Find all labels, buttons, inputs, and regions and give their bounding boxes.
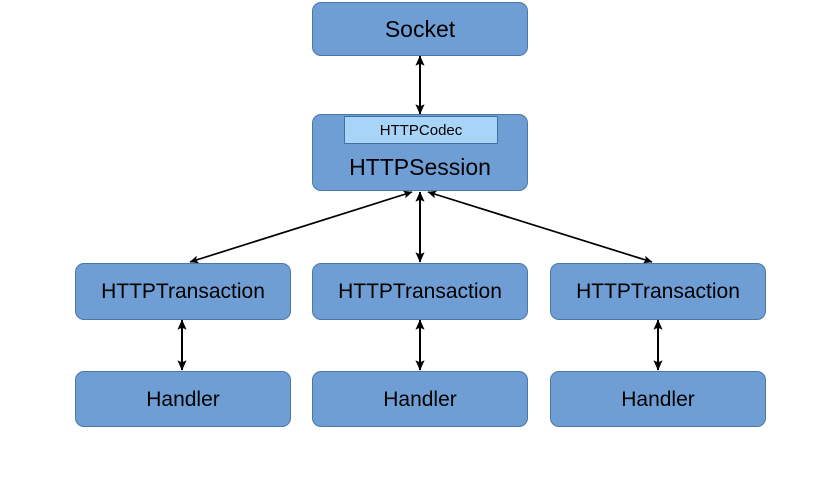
connector-session-transaction-right [427, 190, 653, 264]
node-handler-left[interactable]: Handler [75, 371, 291, 427]
node-socket-label: Socket [384, 15, 456, 42]
node-handler-center-label: Handler [383, 387, 457, 411]
node-http-session[interactable]: HTTPCodec HTTPSession [312, 114, 528, 191]
node-http-transaction-center[interactable]: HTTPTransaction [312, 263, 528, 320]
node-handler-left-label: Handler [146, 387, 220, 411]
connector-session-transaction-left [189, 190, 413, 264]
node-http-transaction-right-label: HTTPTransaction [576, 280, 740, 303]
node-http-session-label: HTTPSession [349, 154, 491, 180]
node-handler-right[interactable]: Handler [550, 371, 766, 427]
node-http-codec[interactable]: HTTPCodec [344, 116, 498, 144]
node-http-transaction-left-label: HTTPTransaction [101, 280, 265, 303]
node-http-transaction-right[interactable]: HTTPTransaction [550, 263, 766, 320]
node-http-codec-label: HTTPCodec [379, 121, 463, 139]
node-http-transaction-center-label: HTTPTransaction [338, 280, 502, 303]
node-socket[interactable]: Socket [312, 2, 528, 56]
node-http-transaction-left[interactable]: HTTPTransaction [75, 263, 291, 320]
node-handler-center[interactable]: Handler [312, 371, 528, 427]
node-handler-right-label: Handler [621, 387, 695, 411]
